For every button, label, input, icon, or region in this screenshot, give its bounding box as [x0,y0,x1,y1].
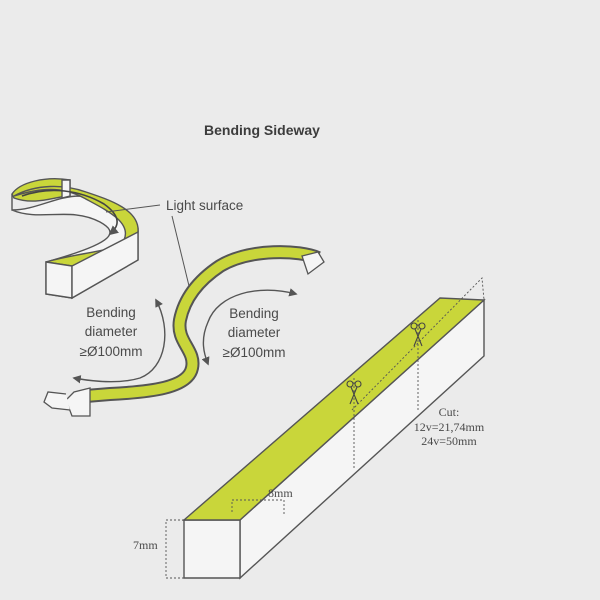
svg-text:diameter: diameter [228,325,281,340]
svg-text:Bending: Bending [229,306,279,321]
light-surface-callout: Light surface [105,198,243,291]
scissors-icon [346,380,362,405]
arrow-icon [21,189,119,236]
svg-text:24v=50mm: 24v=50mm [421,434,477,448]
svg-text:Bending: Bending [86,305,136,320]
cut-spec: Cut: 12v=21,74mm 24v=50mm [414,405,485,448]
left-bend-label: Bending diameter ≥Ø100mm [80,305,143,359]
straight-led-profile [165,276,486,580]
svg-text:Cut:: Cut: [439,405,460,419]
svg-text:≥Ø100mm: ≥Ø100mm [80,344,143,359]
small-led-strip [11,178,139,300]
svg-text:≥Ø100mm: ≥Ø100mm [223,345,286,360]
arrow-icon [72,298,166,384]
scissors-icon [410,322,426,347]
light-surface-label: Light surface [166,198,243,213]
height-dimension-label: 7mm [133,538,158,552]
width-dimension-label: 8mm [268,486,293,500]
s-curve-led-strip [43,245,325,417]
svg-text:12v=21,74mm: 12v=21,74mm [414,420,485,434]
arrow-icon [201,288,298,366]
diagram-title: Bending Sideway [204,122,320,138]
right-bend-label: Bending diameter ≥Ø100mm [223,306,286,360]
svg-text:diameter: diameter [85,324,138,339]
